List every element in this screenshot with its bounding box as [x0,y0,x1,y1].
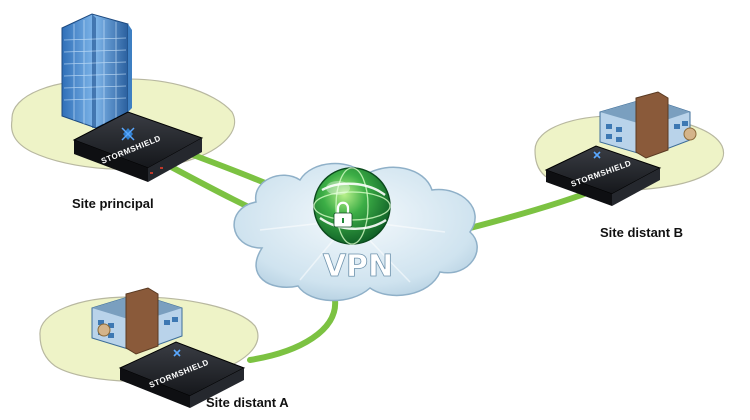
firewall-remote-a-icon: STORMSHIELD [118,341,246,408]
firewall-remote-b-icon: STORMSHIELD [544,145,662,206]
remote-a-building-icon [91,287,183,355]
site-label-main: Site principal [72,196,154,211]
link-remote-a [247,297,339,363]
stormshield-logo-icon [121,127,135,141]
remote-b-building-icon [599,91,697,159]
globe-icon [313,167,391,245]
padlock-icon [333,201,353,228]
firewall-main-icon: STORMSHIELD [72,111,204,182]
site-label-remote-a: Site distant A [206,395,289,410]
site-label-remote-b: Site distant B [600,225,684,240]
main-site-building-icon [61,13,132,129]
vpn-cloud-label: VPN [323,249,393,284]
